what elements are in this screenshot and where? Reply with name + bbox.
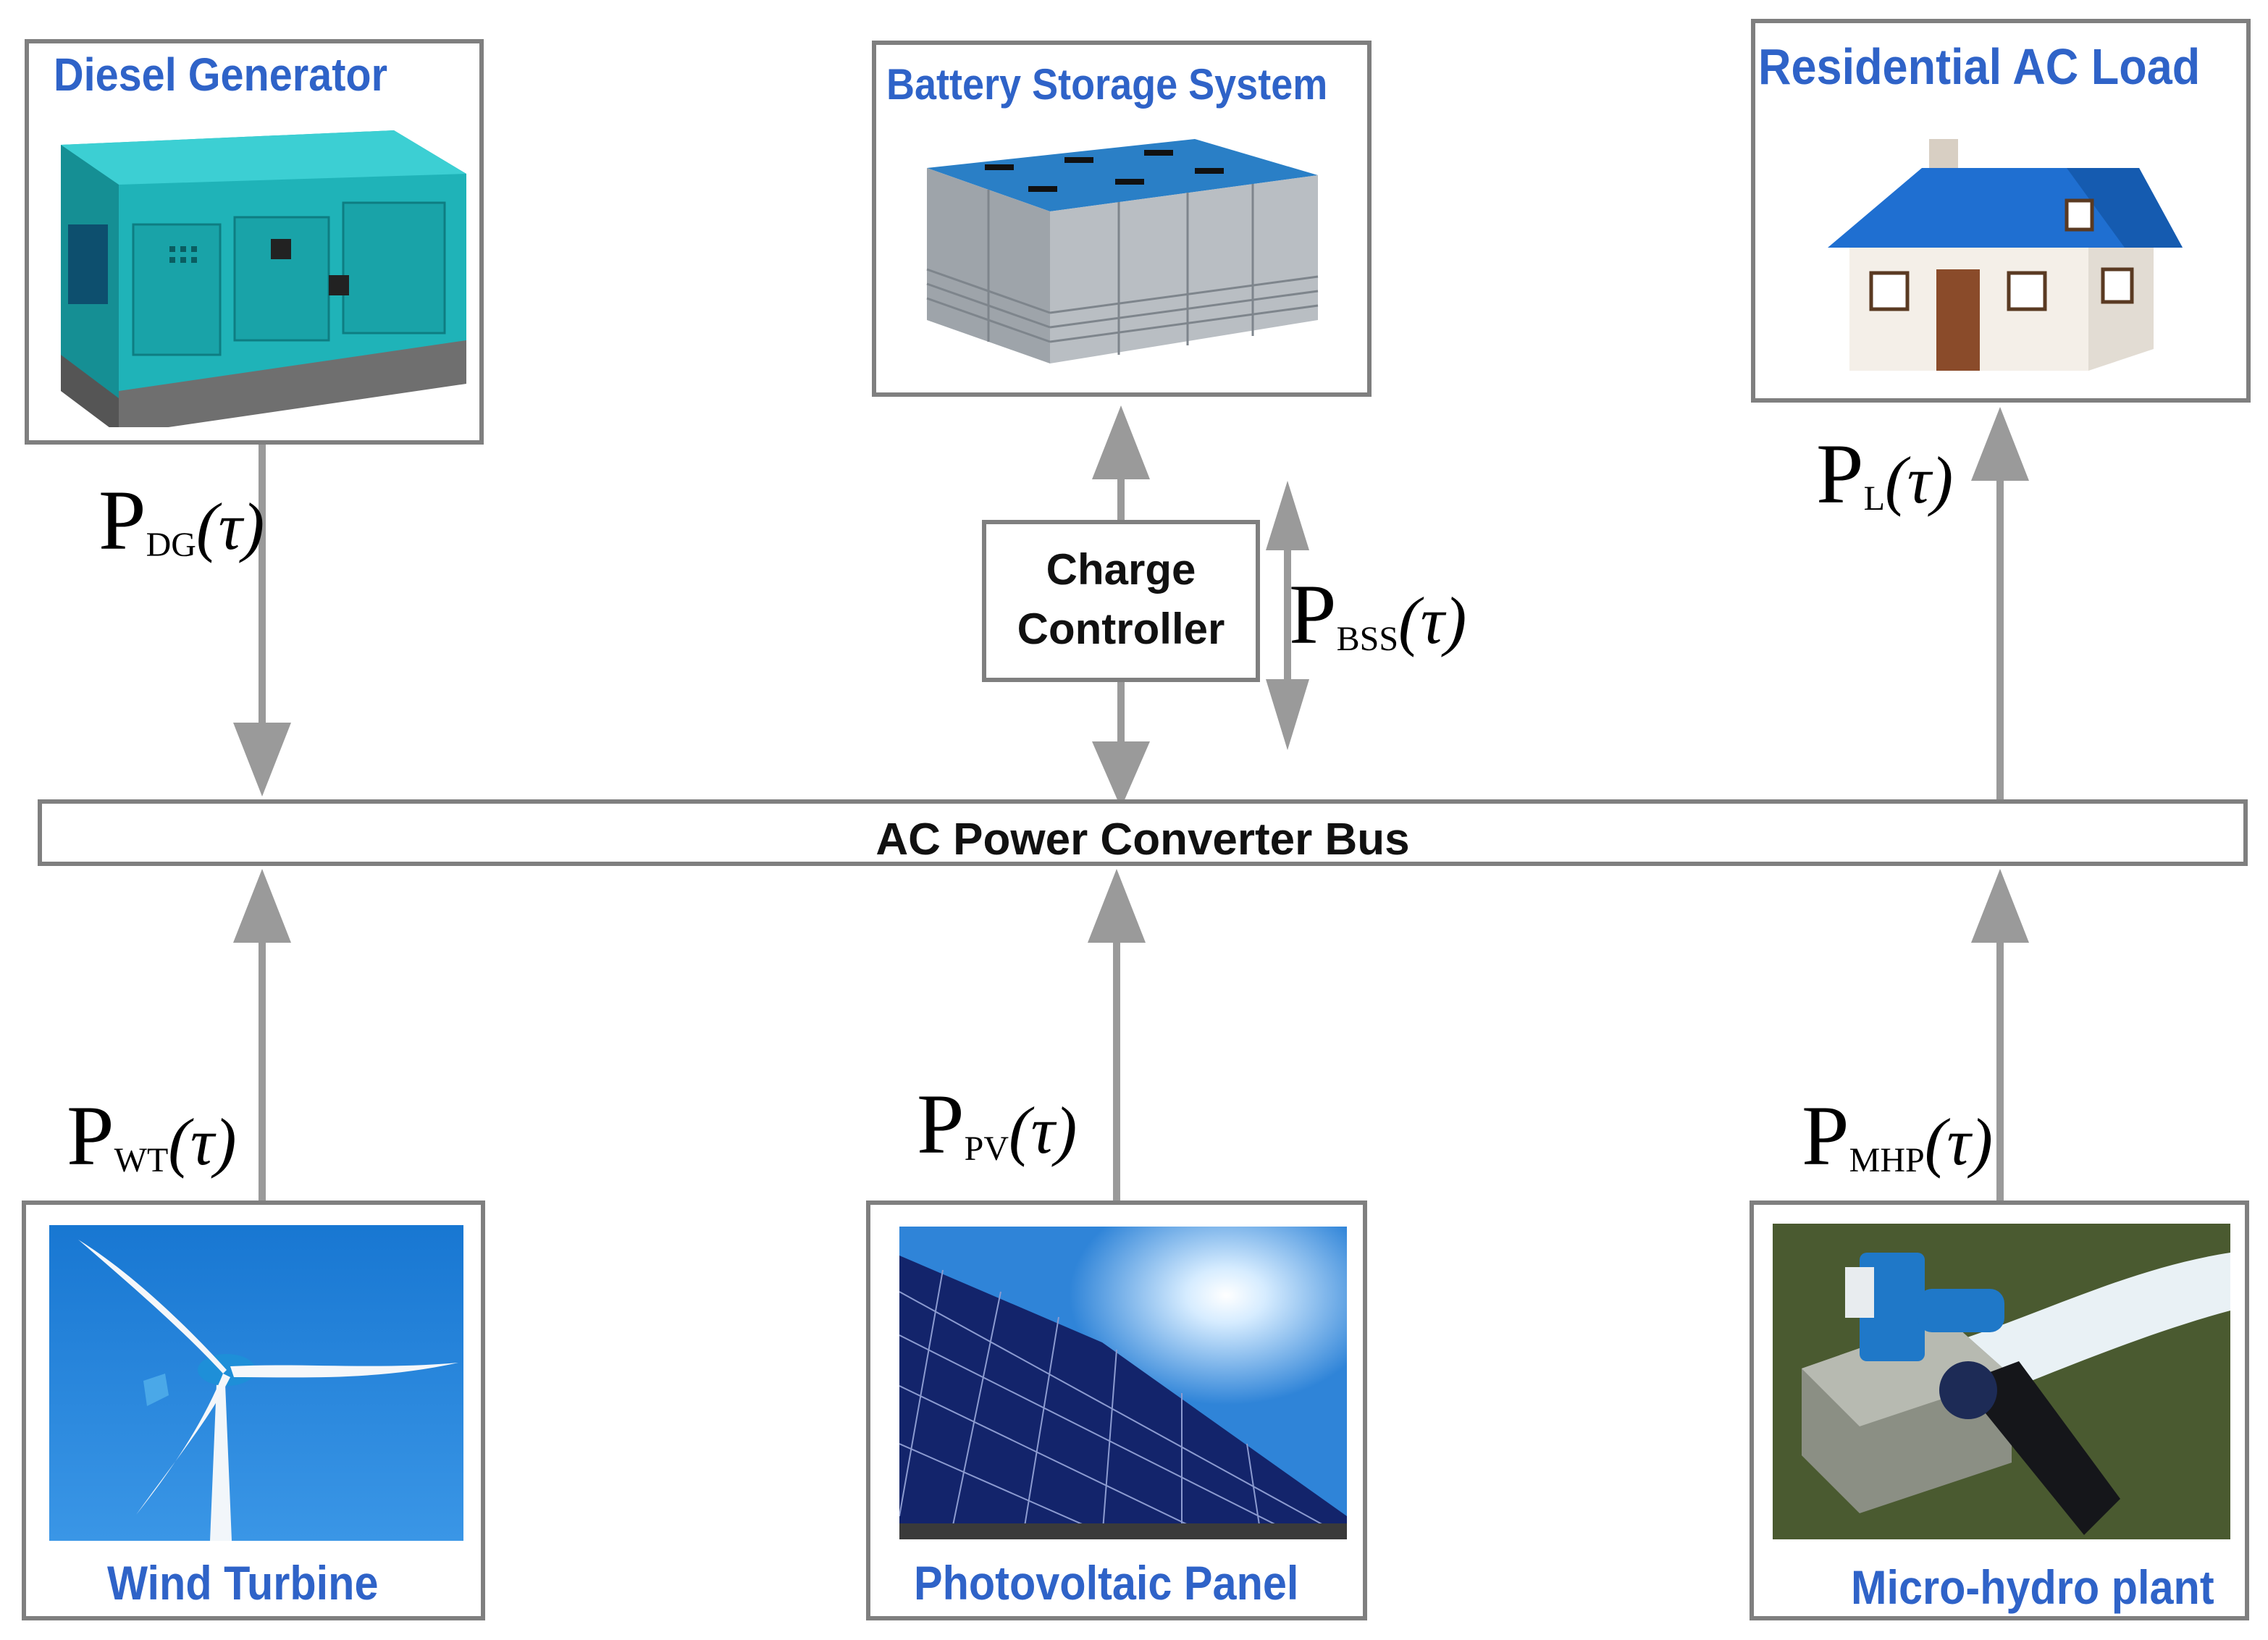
house-icon — [1828, 139, 2183, 371]
bss-bidir-bottom — [1266, 679, 1309, 750]
wind-turbine-box: Wind Turbine — [22, 1200, 485, 1620]
charge-controller-box: Charge Controller — [982, 520, 1260, 682]
flow-label-bss: PBSS(τ) — [1289, 567, 1467, 662]
micro-hydro-title: Micro-hydro plant — [1851, 1560, 2214, 1614]
wind-turbine-title: Wind Turbine — [107, 1556, 379, 1610]
wind-turbine-icon — [49, 1225, 463, 1541]
charge-controller-line1: Charge — [1046, 545, 1196, 594]
mhp-arrowhead — [1971, 869, 2029, 943]
wt-arrowhead — [233, 869, 291, 943]
bus-label: AC Power Converter Bus — [875, 815, 1410, 865]
pv-arrowhead — [1088, 869, 1146, 943]
cc-down-arrowhead — [1092, 741, 1150, 808]
bss-up-arrowhead — [1092, 405, 1150, 479]
micro-hydro-icon — [1773, 1224, 2230, 1539]
battery-storage-box: Battery Storage System — [872, 41, 1372, 397]
ac-power-converter-bus: AC Power Converter Bus — [38, 799, 2248, 866]
solar-panel-icon — [899, 1227, 1347, 1539]
residential-load-box: Residential AC Load — [1751, 19, 2251, 403]
dg-arrowhead — [233, 723, 291, 796]
charge-controller-line2: Controller — [1017, 605, 1225, 653]
flow-label-load: PL(τ) — [1816, 426, 1954, 521]
residential-load-title: Residential AC Load — [1758, 38, 2201, 95]
diesel-generator-icon — [61, 130, 466, 427]
flow-label-pv: PPV(τ) — [917, 1077, 1078, 1172]
diesel-generator-box: Diesel Generator — [25, 39, 484, 445]
load-arrowhead — [1971, 407, 2029, 481]
bss-bidir-top — [1266, 481, 1309, 550]
flow-label-wt: PWT(τ) — [67, 1088, 237, 1183]
micro-hydro-box: Micro-hydro plant — [1750, 1200, 2249, 1620]
pv-panel-box: Photovoltaic Panel — [866, 1200, 1367, 1620]
pv-panel-title: Photovoltaic Panel — [914, 1556, 1299, 1610]
diesel-generator-title: Diesel Generator — [54, 49, 387, 101]
battery-icon — [926, 139, 1319, 363]
flow-label-dg: PDG(τ) — [98, 473, 265, 568]
flow-label-mhp: PMHP(τ) — [1802, 1088, 1993, 1183]
battery-storage-title: Battery Storage System — [886, 60, 1328, 109]
